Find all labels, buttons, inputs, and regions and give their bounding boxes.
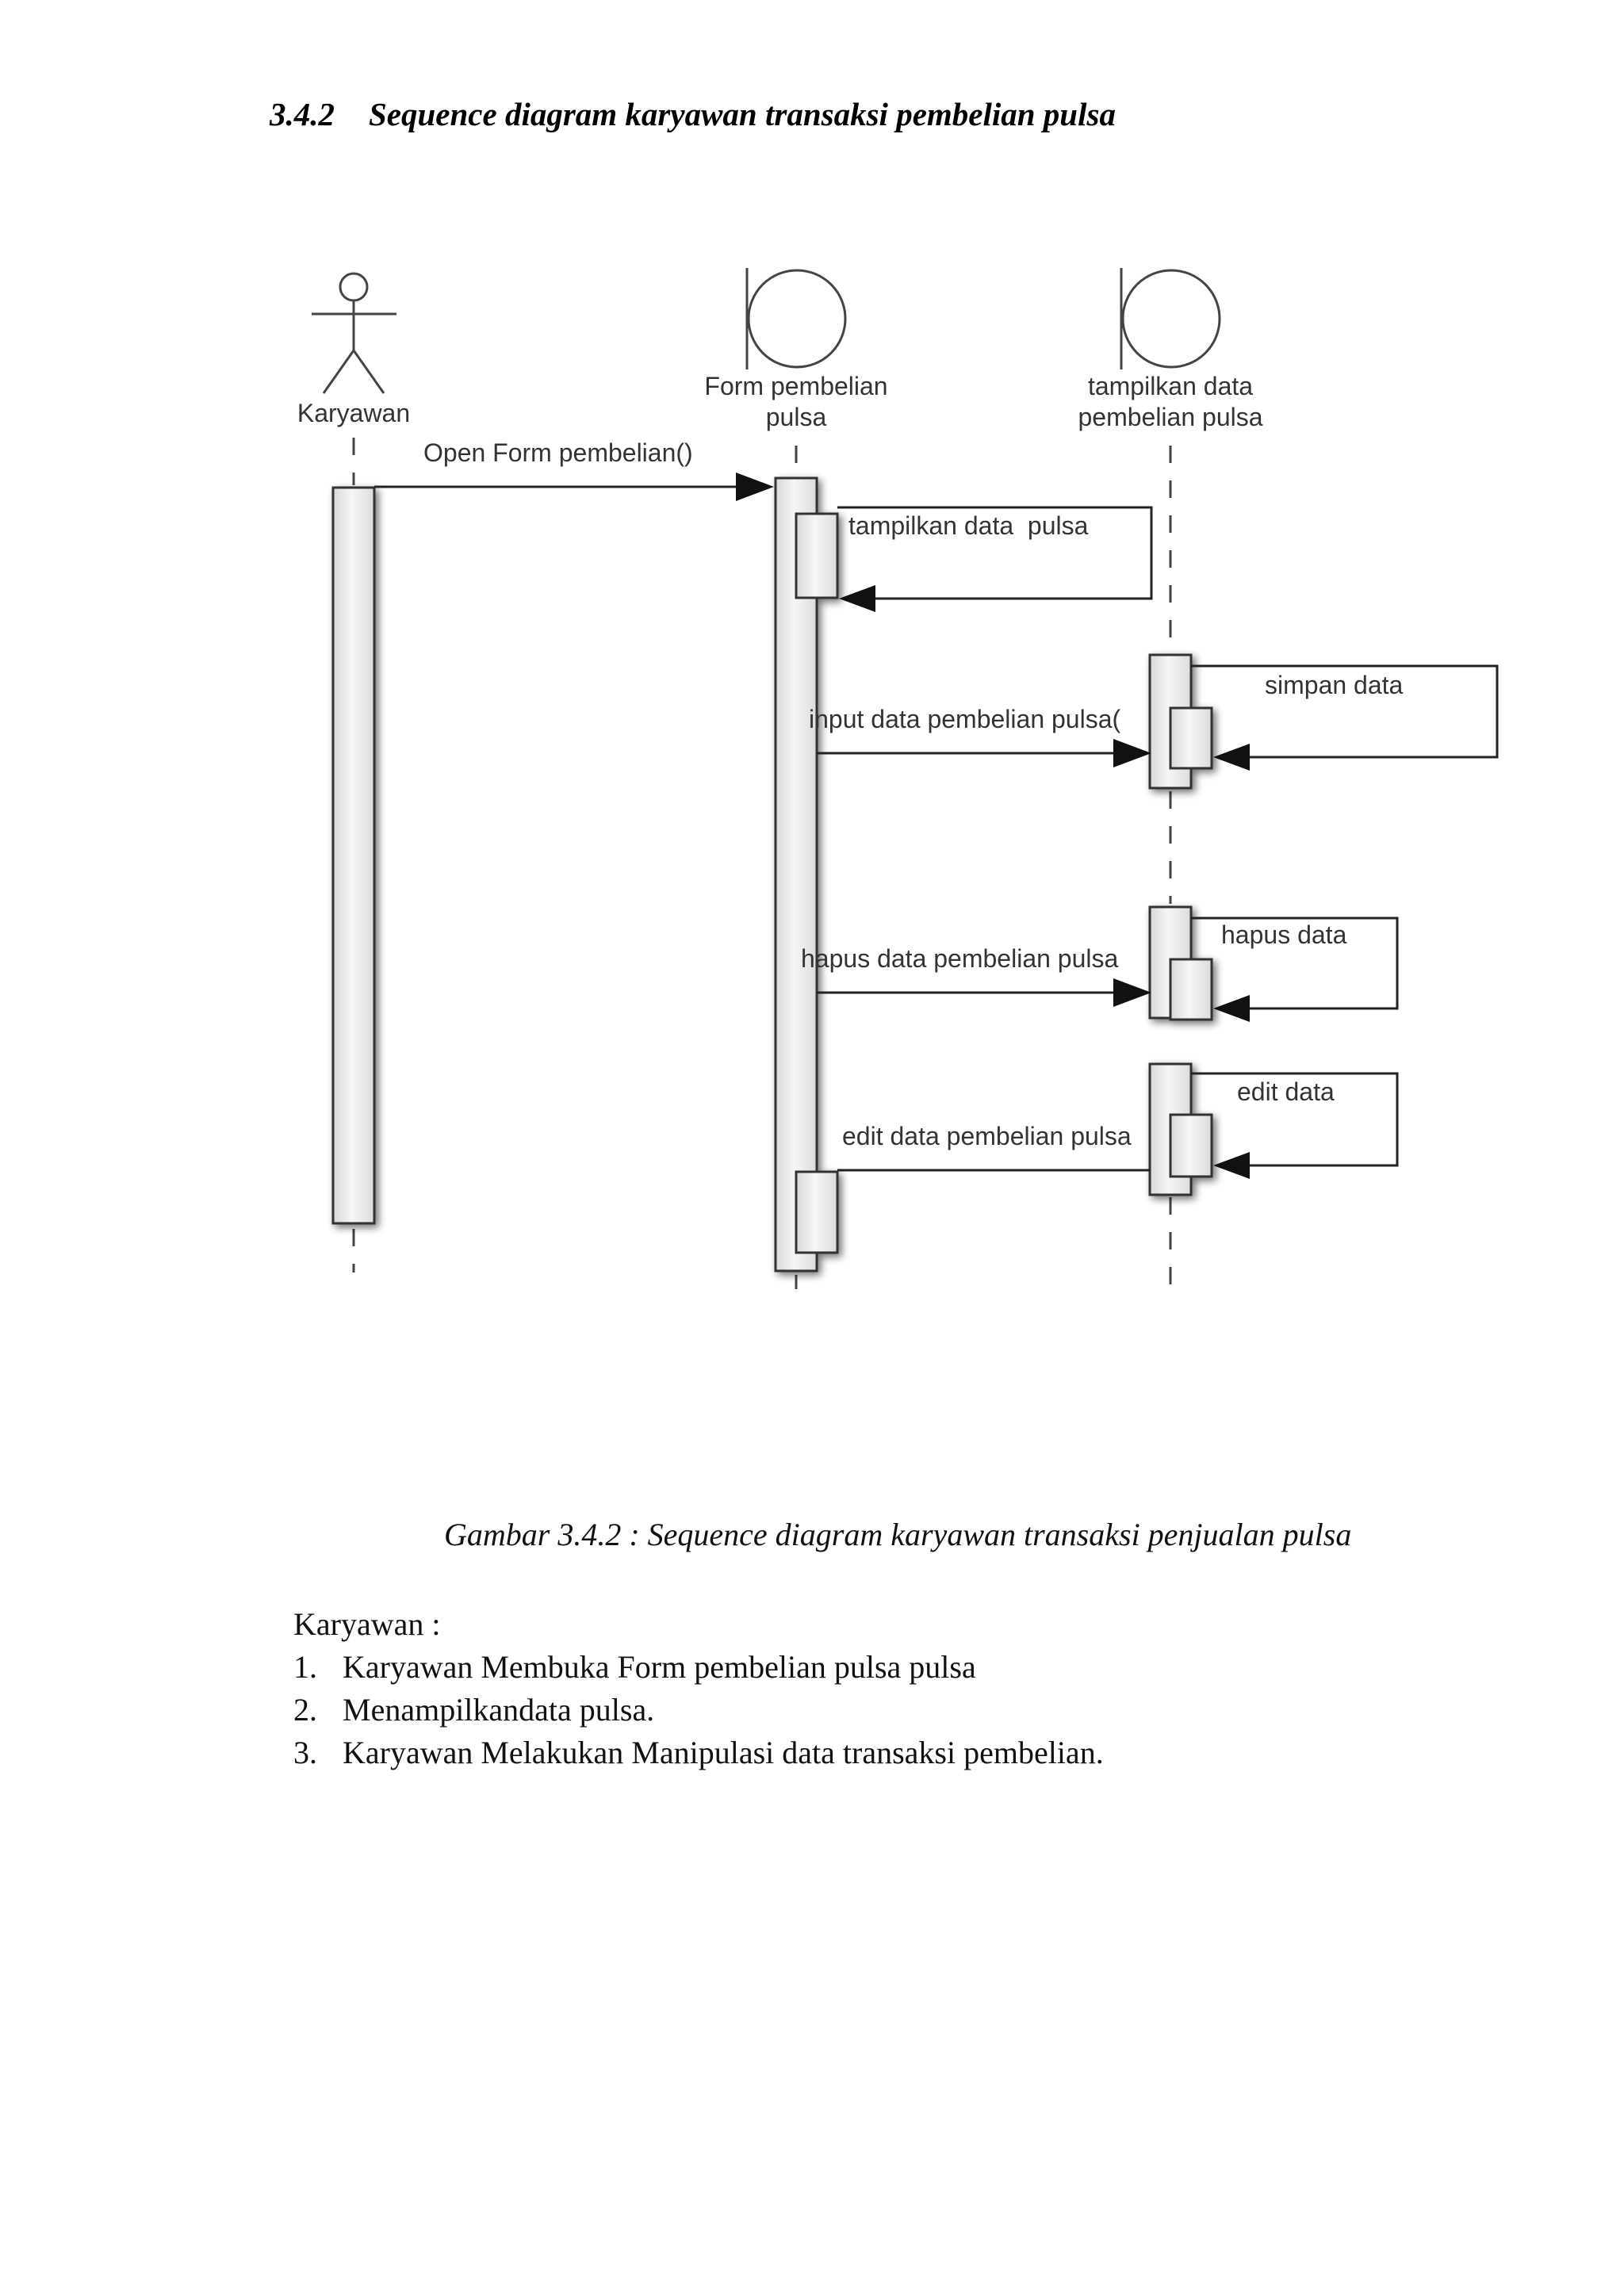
list-item: 1. Karyawan Membuka Form pembelian pulsa…: [293, 1646, 1104, 1689]
list-item: 3. Karyawan Melakukan Manipulasi data tr…: [293, 1732, 1104, 1774]
activation-tampilkan-edit-inner: [1169, 1113, 1213, 1178]
sequence-diagram: Karyawan Form pembelian pulsa tampilkan …: [297, 268, 1499, 1292]
list-item-text: Menampilkandata pulsa.: [343, 1692, 655, 1728]
description-intro: Karyawan :: [293, 1606, 441, 1642]
lifeline-label-tampilkan-line2: pembelian pulsa: [1078, 403, 1262, 431]
lifeline-label-karyawan: Karyawan: [297, 399, 410, 427]
boundary-icon: [1120, 268, 1221, 369]
lifeline-label-tampilkan-line1: tampilkan data: [1088, 372, 1253, 400]
arrowhead-icon: [1213, 1152, 1250, 1179]
arrowhead-icon: [1113, 978, 1151, 1007]
activation-form-edit: [795, 1170, 839, 1254]
arrowhead-icon: [1113, 739, 1151, 767]
description-list: 1. Karyawan Membuka Form pembelian pulsa…: [293, 1646, 1104, 1774]
list-item-number: 2.: [293, 1692, 317, 1728]
lifeline-tampilkan-data: tampilkan data pembelian pulsa: [1078, 268, 1263, 431]
section-heading: 3.4.2 Sequence diagram karyawan transaksi…: [270, 95, 1116, 133]
description-block: Karyawan : 1. Karyawan Membuka Form pemb…: [293, 1603, 1104, 1774]
msg-label-edit-pembelian: edit data pembelian pulsa: [842, 1122, 1132, 1150]
activation-tampilkan-simpan-inner: [1169, 706, 1213, 770]
figure-caption: Gambar 3.4.2 : Sequence diagram karyawan…: [444, 1517, 1352, 1552]
list-item-text: Karyawan Membuka Form pembelian pulsa pu…: [343, 1649, 976, 1685]
list-item-text: Karyawan Melakukan Manipulasi data trans…: [343, 1735, 1104, 1770]
message-labels: Open Form pembelian() tampilkan data pul…: [423, 438, 1404, 1150]
arrow-self-tampilkan: [837, 506, 1153, 600]
activation-bars: [331, 476, 1213, 1272]
msg-label-simpan-data: simpan data: [1265, 671, 1404, 699]
activation-form-self: [795, 512, 839, 599]
msg-label-hapus-data: hapus data: [1221, 920, 1347, 949]
arrowhead-icon: [1213, 995, 1250, 1022]
activation-tampilkan-hapus-inner: [1169, 958, 1213, 1021]
arrowheads: [736, 473, 1250, 1179]
message-arrows: [374, 485, 1499, 1172]
activation-karyawan: [331, 486, 376, 1225]
msg-label-edit-data: edit data: [1237, 1077, 1335, 1106]
actor-figure-icon: [312, 272, 396, 394]
lifeline-form-pembelian: Form pembelian pulsa: [704, 268, 888, 431]
arrowhead-icon: [839, 585, 875, 612]
msg-label-input-data: input data pembelian pulsa(: [809, 705, 1121, 733]
actor-karyawan: Karyawan: [297, 272, 410, 427]
activation-form-main: [774, 476, 818, 1272]
arrow-self-edit: [1191, 1072, 1399, 1167]
arrowhead-icon: [1213, 744, 1250, 771]
section-title: Sequence diagram karyawan transaksi pemb…: [369, 96, 1116, 132]
msg-label-hapus-pembelian: hapus data pembelian pulsa: [801, 944, 1119, 973]
msg-label-tampilkan-pulsa: tampilkan data pulsa: [848, 511, 1089, 540]
section-number: 3.4.2: [270, 96, 335, 132]
list-item-number: 1.: [293, 1649, 317, 1685]
boundary-icon: [745, 268, 847, 369]
list-item-number: 3.: [293, 1735, 317, 1770]
lifeline-label-form-line2: pulsa: [766, 403, 827, 431]
arrow-self-hapus: [1191, 916, 1399, 1010]
lifeline-label-form-line1: Form pembelian: [704, 372, 887, 400]
arrowhead-icon: [736, 473, 774, 501]
msg-label-open-form: Open Form pembelian(): [423, 438, 693, 467]
arrow-self-simpan: [1191, 664, 1499, 759]
list-item: 2. Menampilkandata pulsa.: [293, 1689, 1104, 1732]
lifeline-dashes: [352, 438, 1172, 1292]
